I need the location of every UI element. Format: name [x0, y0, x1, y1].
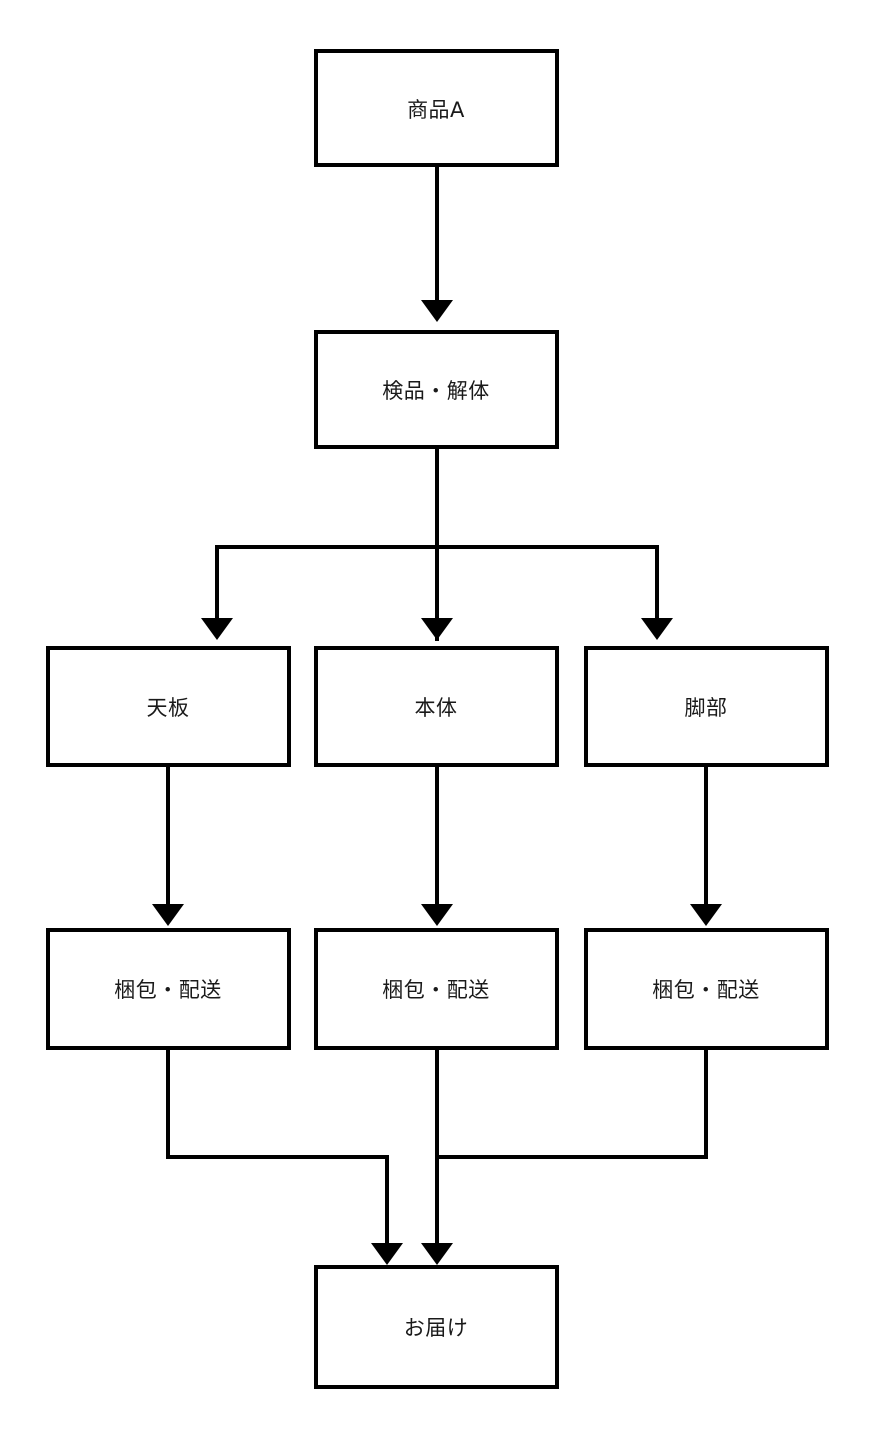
- node-label: 梱包・配送: [382, 978, 490, 1002]
- arrow-head-icon: [421, 618, 453, 640]
- edge-pack-center-to-deliver: [421, 1048, 453, 1265]
- node-label: 検品・解体: [382, 379, 490, 403]
- edge-tabletop-to-pack-left: [152, 765, 184, 926]
- arrow-head-icon: [371, 1243, 403, 1265]
- arrow-head-icon: [152, 904, 184, 926]
- node-box[interactable]: [314, 1265, 559, 1389]
- node-box[interactable]: [314, 646, 559, 767]
- node-inspect[interactable]: 検品・解体: [314, 330, 559, 449]
- node-pack-right[interactable]: 梱包・配送: [584, 928, 829, 1050]
- node-box[interactable]: [584, 646, 829, 767]
- node-box[interactable]: [46, 646, 291, 767]
- edge-legs-to-pack-right: [690, 765, 722, 926]
- node-product[interactable]: 商品A: [314, 49, 559, 167]
- arrow-head-icon: [641, 618, 673, 640]
- node-legs[interactable]: 脚部: [584, 646, 829, 767]
- node-label: 梱包・配送: [652, 978, 760, 1002]
- edge-body-to-pack-center: [421, 765, 453, 926]
- node-deliver[interactable]: お届け: [314, 1265, 559, 1389]
- edge-pack-right-to-deliver: [437, 1048, 708, 1159]
- edge-pack-left-to-deliver: [166, 1048, 403, 1265]
- node-label: 脚部: [685, 696, 728, 720]
- arrow-head-icon: [690, 904, 722, 926]
- node-box[interactable]: [314, 49, 559, 167]
- arrow-head-icon: [421, 300, 453, 322]
- node-pack-left[interactable]: 梱包・配送: [46, 928, 291, 1050]
- node-box[interactable]: [314, 330, 559, 449]
- node-pack-center[interactable]: 梱包・配送: [314, 928, 559, 1050]
- node-label: 天板: [147, 696, 190, 720]
- arrow-head-icon: [421, 1243, 453, 1265]
- edge-product-to-inspect: [421, 167, 453, 322]
- node-body[interactable]: 本体: [314, 646, 559, 767]
- node-label: 本体: [415, 696, 458, 720]
- node-box[interactable]: [46, 928, 291, 1050]
- node-box[interactable]: [314, 928, 559, 1050]
- node-label: 商品A: [407, 98, 465, 122]
- node-label: 梱包・配送: [114, 978, 222, 1002]
- arrow-head-icon: [421, 904, 453, 926]
- node-label: お届け: [404, 1316, 469, 1340]
- node-tabletop[interactable]: 天板: [46, 646, 291, 767]
- edge-inspect-branch-bus: [201, 449, 673, 641]
- arrow-head-icon: [201, 618, 233, 640]
- node-box[interactable]: [584, 928, 829, 1050]
